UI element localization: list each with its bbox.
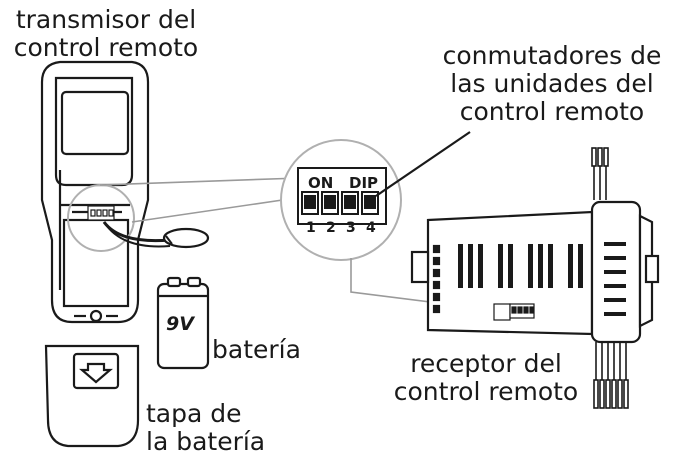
battery-9v-marking: 9V (166, 313, 195, 335)
battery-9v (156, 276, 210, 370)
dip-switch-3 (341, 191, 359, 215)
battery-label: batería (212, 335, 301, 364)
battery-cover (44, 344, 140, 448)
zoom-leader-lines (99, 177, 301, 223)
battery-cover-label: tapa de la batería (146, 400, 265, 456)
dip-switch-number-1: 1 (306, 220, 316, 236)
battery-cover-label-line-1: tapa de (146, 399, 242, 428)
dip-switch-number-4: 4 (366, 220, 376, 236)
receiver-label-line-2: control remoto (393, 377, 579, 406)
battery-cover-label-line-2: la batería (146, 427, 266, 456)
dip-switch-block (297, 167, 387, 225)
dip-switches-label: conmutadores de las unidades del control… (434, 42, 670, 126)
remote-transmitter (40, 60, 150, 324)
dip-on-label: ON (308, 174, 333, 192)
transmitter-label-line-2: control remoto (13, 33, 199, 62)
receiver-wires-top (591, 147, 609, 200)
receiver-wires-bottom (593, 342, 629, 409)
dip-switches-label-line-1: conmutadores de (442, 41, 662, 70)
receiver-label-line-1: receptor del (410, 349, 562, 378)
dip-switch-1 (301, 191, 319, 215)
transmitter-label: transmisor del control remoto (8, 6, 204, 62)
dip-switch-4 (361, 191, 379, 215)
receiver-dip-switch (493, 303, 535, 321)
dip-dip-label: DIP (349, 174, 378, 192)
receiver-label: receptor del control remoto (388, 350, 584, 406)
dip-label-pointer (375, 131, 471, 197)
transmitter-label-line-1: transmisor del (15, 5, 197, 34)
dip-switch-number-3: 3 (346, 220, 356, 236)
dip-switches-label-line-2: las unidades del (450, 69, 654, 98)
receiver-vents (458, 242, 626, 316)
dip-switch-2 (321, 191, 339, 215)
dip-switches-label-line-3: control remoto (459, 97, 645, 126)
dip-switch-number-2: 2 (326, 220, 336, 236)
transmitter-dip-switch (87, 205, 115, 221)
battery-wire (102, 221, 210, 249)
